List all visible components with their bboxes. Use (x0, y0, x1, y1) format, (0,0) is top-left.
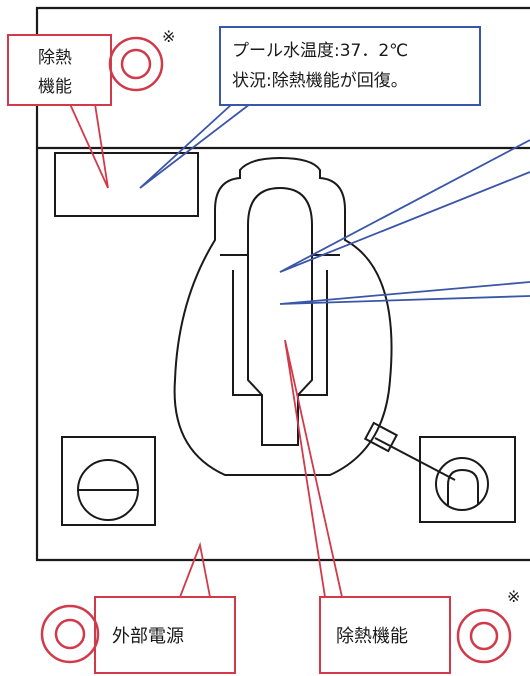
pump-left (61, 436, 156, 526)
status-line1: プール水温度:37．2℃ (232, 41, 408, 61)
external-power-label: 外部電源 (112, 626, 184, 647)
target-icon-bottom (456, 608, 512, 664)
heat-removal-callout (7, 34, 112, 106)
containment-vessel (173, 156, 393, 476)
status-callout (219, 26, 481, 106)
heat-removal-line2: 機能 (38, 77, 72, 97)
marker-bottom: ※ (507, 587, 520, 606)
marker-top: ※ (162, 27, 175, 46)
heat-removal-line1: 除熱 (38, 48, 72, 68)
spent-fuel-pool (54, 152, 199, 217)
heat-exchanger-right (363, 421, 516, 523)
target-icon-power (40, 604, 100, 664)
bottom-heat-removal-label: 除熱機能 (336, 626, 408, 647)
bottom-heat-removal-callout (319, 596, 451, 674)
status-line2: 状況:除熱機能が回復。 (232, 71, 408, 91)
target-icon-top (108, 36, 164, 92)
blue-leader-lines (139, 103, 530, 305)
external-power-callout (94, 596, 236, 674)
red-leader-lines (69, 103, 343, 598)
